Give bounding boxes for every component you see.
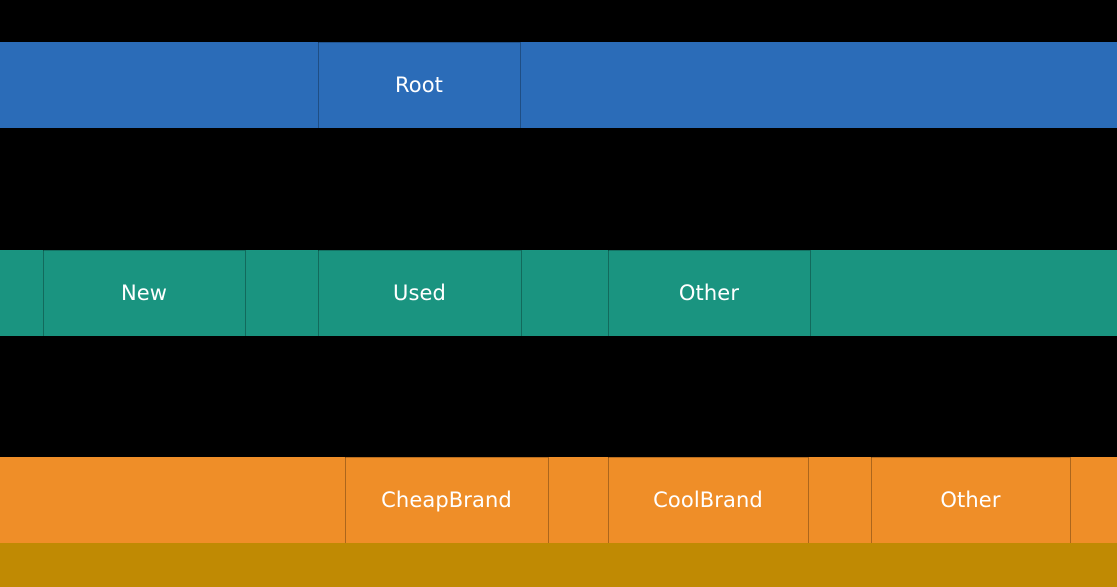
node-label: New [120, 280, 168, 305]
chart-level-brand: CheapBrand CoolBrand Other [0, 457, 1117, 543]
node-label: Other [940, 487, 1001, 512]
partition-node-cheapbrand[interactable]: CheapBrand [345, 457, 548, 543]
chart-level-condition: New Used Other [0, 250, 1117, 336]
partition-node[interactable] [548, 457, 608, 543]
node-label: Other [678, 280, 740, 305]
chart-level-root: Root [0, 42, 1117, 128]
partition-node-used[interactable]: Used [318, 250, 521, 336]
partition-node[interactable] [520, 42, 1117, 128]
partition-node[interactable] [0, 42, 318, 128]
partition-node-root[interactable]: Root [318, 42, 520, 128]
partition-node[interactable] [808, 457, 871, 543]
node-label: CoolBrand [653, 487, 763, 512]
partition-node-new[interactable]: New [43, 250, 245, 336]
partition-node[interactable] [810, 250, 1117, 336]
node-label: CheapBrand [381, 487, 512, 512]
chart-level-leaf [0, 543, 1117, 587]
partition-node[interactable] [0, 250, 43, 336]
partition-node[interactable] [1070, 457, 1117, 543]
partition-node-coolbrand[interactable]: CoolBrand [608, 457, 808, 543]
partition-node-other[interactable]: Other [871, 457, 1070, 543]
partition-node-other[interactable]: Other [608, 250, 810, 336]
partition-node[interactable] [245, 250, 318, 336]
partition-node[interactable] [0, 543, 1117, 587]
node-label: Root [395, 72, 443, 97]
partition-node[interactable] [521, 250, 608, 336]
node-label: Used [393, 280, 446, 305]
partition-node[interactable] [0, 457, 345, 543]
